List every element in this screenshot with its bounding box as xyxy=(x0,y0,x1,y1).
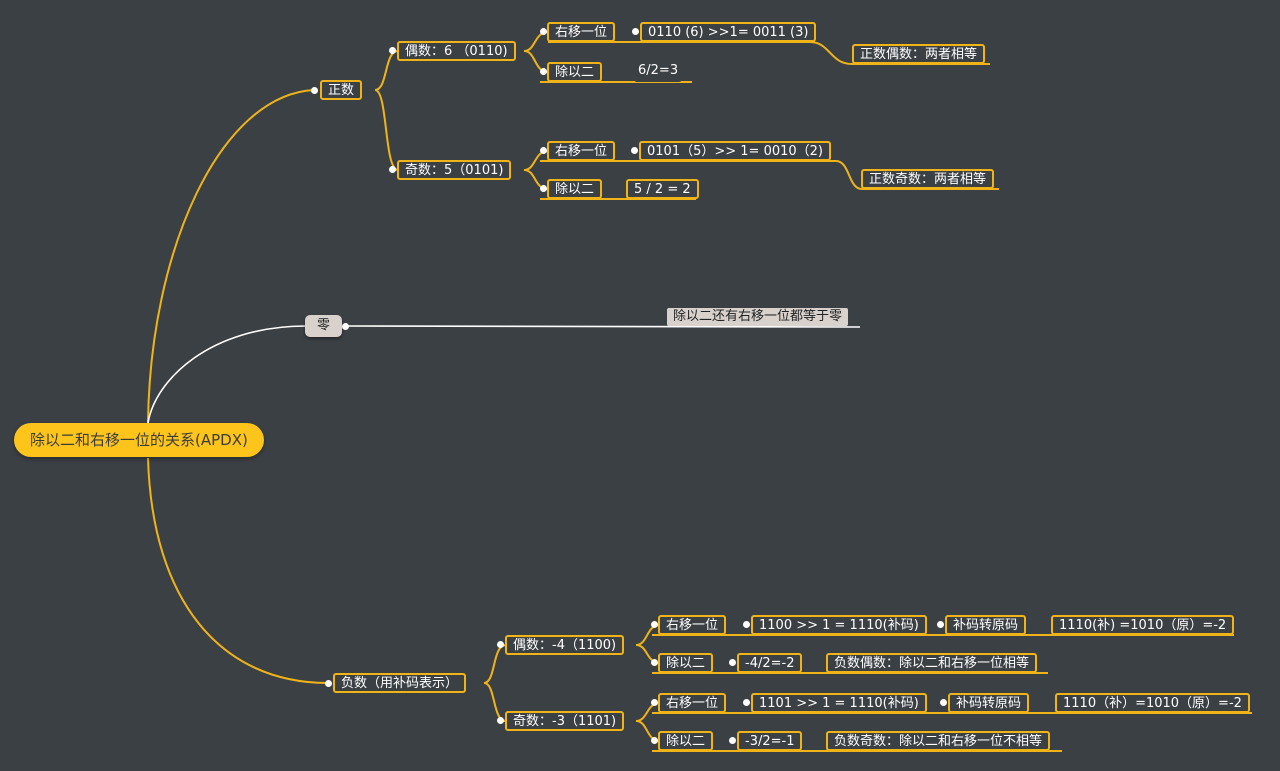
node-pos-even-conclusion[interactable]: 正数偶数：两者相等 xyxy=(852,44,986,64)
node-neg-odd-convert-value[interactable]: 1110（补）=1010（原）=-2 xyxy=(1055,693,1250,713)
node-negative-even[interactable]: 偶数：-4（1100) xyxy=(505,635,625,655)
node-neg-even-divide[interactable]: 除以二 xyxy=(658,653,714,673)
node-neg-even-shift-value[interactable]: 1100 >> 1 = 1110(补码) xyxy=(751,615,927,635)
node-pos-even-divide-value[interactable]: 6/2=3 xyxy=(634,62,683,82)
collapse-dot[interactable] xyxy=(540,28,547,35)
collapse-dot[interactable] xyxy=(651,621,658,628)
collapse-dot[interactable] xyxy=(497,717,504,724)
underline-zero-note xyxy=(344,325,861,328)
collapse-dot[interactable] xyxy=(540,185,547,192)
collapse-dot[interactable] xyxy=(631,147,638,154)
collapse-dot[interactable] xyxy=(743,621,750,628)
node-neg-even-shift[interactable]: 右移一位 xyxy=(658,615,727,635)
collapse-dot[interactable] xyxy=(497,641,504,648)
node-negative-odd[interactable]: 奇数：-3（1101) xyxy=(505,711,625,731)
underline-pos-odd-shift xyxy=(540,160,999,190)
node-positive-even[interactable]: 偶数：6 （0110) xyxy=(397,41,516,61)
node-neg-even-convert[interactable]: 补码转原码 xyxy=(945,615,1027,635)
collapse-dot[interactable] xyxy=(389,166,396,173)
node-neg-even-convert-value[interactable]: 1110(补) =1010（原）=-2 xyxy=(1051,615,1235,635)
collapse-dot[interactable] xyxy=(540,68,547,75)
node-pos-odd-divide-value[interactable]: 5 / 2 = 2 xyxy=(626,179,699,199)
collapse-dot[interactable] xyxy=(651,737,658,744)
node-pos-even-shift-value[interactable]: 0110 (6) >>1= 0011 (3) xyxy=(640,22,817,42)
node-positive[interactable]: 正数 xyxy=(320,80,363,100)
node-neg-odd-conclusion[interactable]: 负数奇数：除以二和右移一位不相等 xyxy=(826,731,1051,751)
node-zero[interactable]: 零 xyxy=(305,315,343,337)
node-zero-note[interactable]: 除以二还有右移一位都等于零 xyxy=(667,308,849,326)
collapse-dot[interactable] xyxy=(937,621,944,628)
collapse-dot[interactable] xyxy=(389,47,396,54)
node-neg-odd-convert[interactable]: 补码转原码 xyxy=(948,693,1030,713)
collapse-dot[interactable] xyxy=(729,659,736,666)
underline-pos-even-shift xyxy=(548,41,990,65)
connector-positive-odd xyxy=(374,89,399,171)
node-positive-odd[interactable]: 奇数：5（0101) xyxy=(397,160,512,180)
node-pos-even-shift[interactable]: 右移一位 xyxy=(547,22,616,42)
connector-negative-odd xyxy=(483,682,507,722)
node-pos-odd-shift-value[interactable]: 0101（5）>> 1= 0010（2) xyxy=(639,141,831,161)
node-neg-even-conclusion[interactable]: 负数偶数：除以二和右移一位相等 xyxy=(826,653,1038,673)
collapse-dot[interactable] xyxy=(729,737,736,744)
node-neg-even-divide-value[interactable]: -4/2=-2 xyxy=(737,653,803,673)
connector-root-negative xyxy=(147,457,329,684)
collapse-dot[interactable] xyxy=(632,28,639,35)
collapse-dot[interactable] xyxy=(651,699,658,706)
collapse-dot[interactable] xyxy=(651,659,658,666)
collapse-dot[interactable] xyxy=(540,147,547,154)
node-pos-odd-divide[interactable]: 除以二 xyxy=(547,179,603,199)
connector-root-zero xyxy=(147,325,307,424)
node-neg-odd-shift[interactable]: 右移一位 xyxy=(658,693,727,713)
collapse-dot[interactable] xyxy=(940,699,947,706)
collapse-dot[interactable] xyxy=(311,87,318,94)
connector-root-positive xyxy=(147,89,315,424)
root-node[interactable]: 除以二和右移一位的关系(APDX) xyxy=(14,423,264,457)
connector-positive-even xyxy=(374,50,399,91)
node-neg-odd-divide[interactable]: 除以二 xyxy=(658,731,714,751)
collapse-dot[interactable] xyxy=(325,680,332,687)
node-negative[interactable]: 负数（用补码表示） xyxy=(333,673,467,693)
node-pos-even-divide[interactable]: 除以二 xyxy=(547,62,603,82)
node-pos-odd-conclusion[interactable]: 正数奇数：两者相等 xyxy=(861,169,995,189)
collapse-dot[interactable] xyxy=(342,323,349,330)
node-neg-odd-shift-value[interactable]: 1101 >> 1 = 1110(补码) xyxy=(751,693,927,713)
connector-negative-even xyxy=(483,644,507,684)
collapse-dot[interactable] xyxy=(743,699,750,706)
node-neg-odd-divide-value[interactable]: -3/2=-1 xyxy=(737,731,803,751)
node-pos-odd-shift[interactable]: 右移一位 xyxy=(547,141,616,161)
